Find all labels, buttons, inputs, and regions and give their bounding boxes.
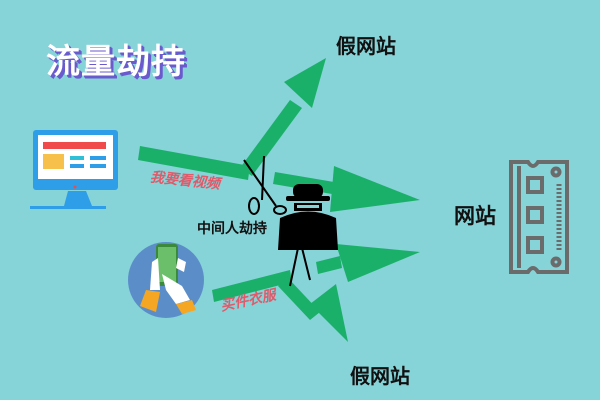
server-ram-icon (509, 160, 569, 274)
traffic-arrows (138, 58, 420, 342)
mitm-label: 中间人劫持 (197, 221, 267, 237)
page-title: 流量劫持 (46, 42, 186, 82)
desktop-monitor-icon (30, 130, 118, 209)
smartphone-hand-icon (128, 242, 204, 318)
fake-site-top-label: 假网站 (336, 34, 396, 58)
fake-site-bottom-label: 假网站 (350, 364, 410, 388)
hacker-icon (278, 184, 338, 250)
scissors-icon (243, 155, 311, 287)
real-site-label: 网站 (454, 203, 496, 228)
